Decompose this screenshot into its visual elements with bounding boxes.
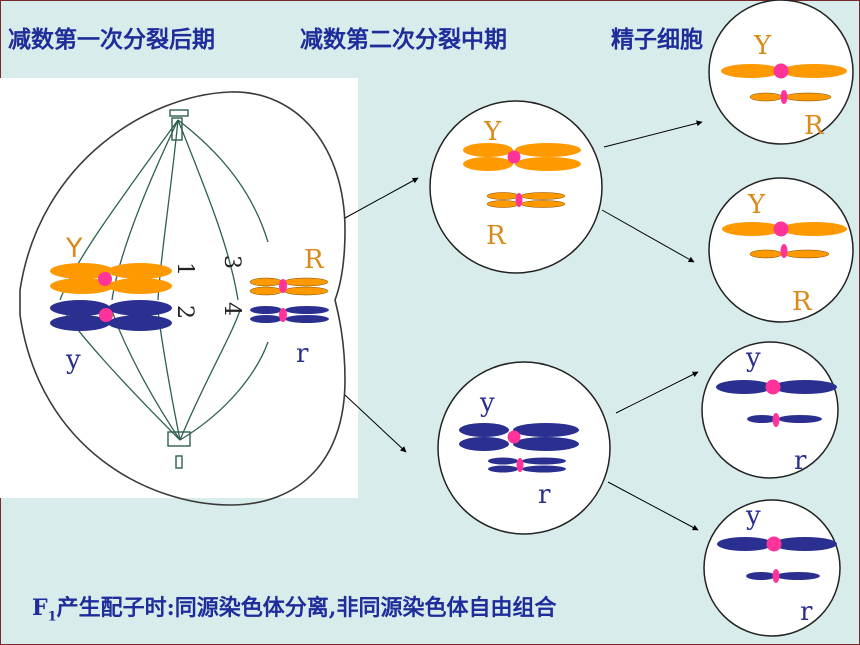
label-mid2-bottom: r — [538, 480, 551, 510]
sperm-cell-4 — [703, 499, 841, 637]
arrow-to-sperm-3 — [615, 371, 699, 414]
label-sperm2-top: Y — [747, 190, 766, 220]
label-mid1-bottom: R — [486, 221, 507, 251]
big-cell-membrane — [19, 91, 346, 506]
sperm-cell-3 — [701, 341, 839, 479]
chromosome-number-1: 1 — [172, 262, 197, 276]
chromosome-r-big — [250, 306, 329, 323]
caption-subscript: 1 — [47, 609, 57, 625]
label-sperm1-bottom: R — [804, 111, 825, 141]
chromosome-number-2: 2 — [172, 305, 197, 319]
arrow-to-sperm-1 — [603, 120, 703, 148]
sperm-cell-1 — [708, 0, 854, 145]
label-sperm3-bottom: r — [794, 446, 807, 476]
header-meiosis1-anaphase: 减数第一次分裂后期 — [8, 27, 215, 53]
centriole-bottom — [167, 431, 191, 469]
conclusion-caption: F1产生配子时:同源染色体分离,非同源染色体自由组合 — [32, 590, 556, 624]
label-sperm4-bottom: r — [800, 597, 813, 627]
caption-prefix: F — [32, 595, 48, 621]
label-y-big: y — [65, 345, 81, 375]
label-R-big: R — [304, 245, 325, 275]
mid-cell-yr — [437, 361, 611, 535]
chromosome-number-4: 4 — [219, 302, 244, 316]
label-mid1-top: Y — [483, 117, 502, 147]
chromosome-y-big — [50, 300, 172, 331]
header-sperm-cell: 精子细胞 — [611, 27, 703, 53]
arrow-to-sperm-2 — [601, 209, 695, 263]
header-meiosis2-metaphase: 减数第二次分裂中期 — [300, 27, 507, 53]
sperm-cell-2 — [708, 177, 854, 323]
arrow-to-mid-bottom — [344, 394, 407, 453]
chromosome-number-3: 3 — [219, 255, 244, 269]
mid-cell-YR — [429, 100, 603, 274]
label-sperm1-top: Y — [753, 31, 772, 61]
label-Y-big: Y — [65, 233, 83, 264]
centriole-top — [169, 109, 189, 141]
label-sperm3-top: y — [745, 343, 761, 373]
arrow-to-sperm-4 — [607, 481, 699, 531]
caption-text: 产生配子时:同源染色体分离,非同源染色体自由组合 — [56, 595, 557, 621]
label-mid2-top: y — [479, 388, 495, 418]
chromosome-R-big — [249, 277, 329, 296]
label-sperm4-top: y — [745, 501, 761, 531]
arrow-to-mid-top — [344, 177, 419, 219]
chromosome-Y-big — [50, 263, 172, 294]
label-sperm2-bottom: R — [792, 287, 813, 317]
label-r-big: r — [296, 339, 309, 369]
